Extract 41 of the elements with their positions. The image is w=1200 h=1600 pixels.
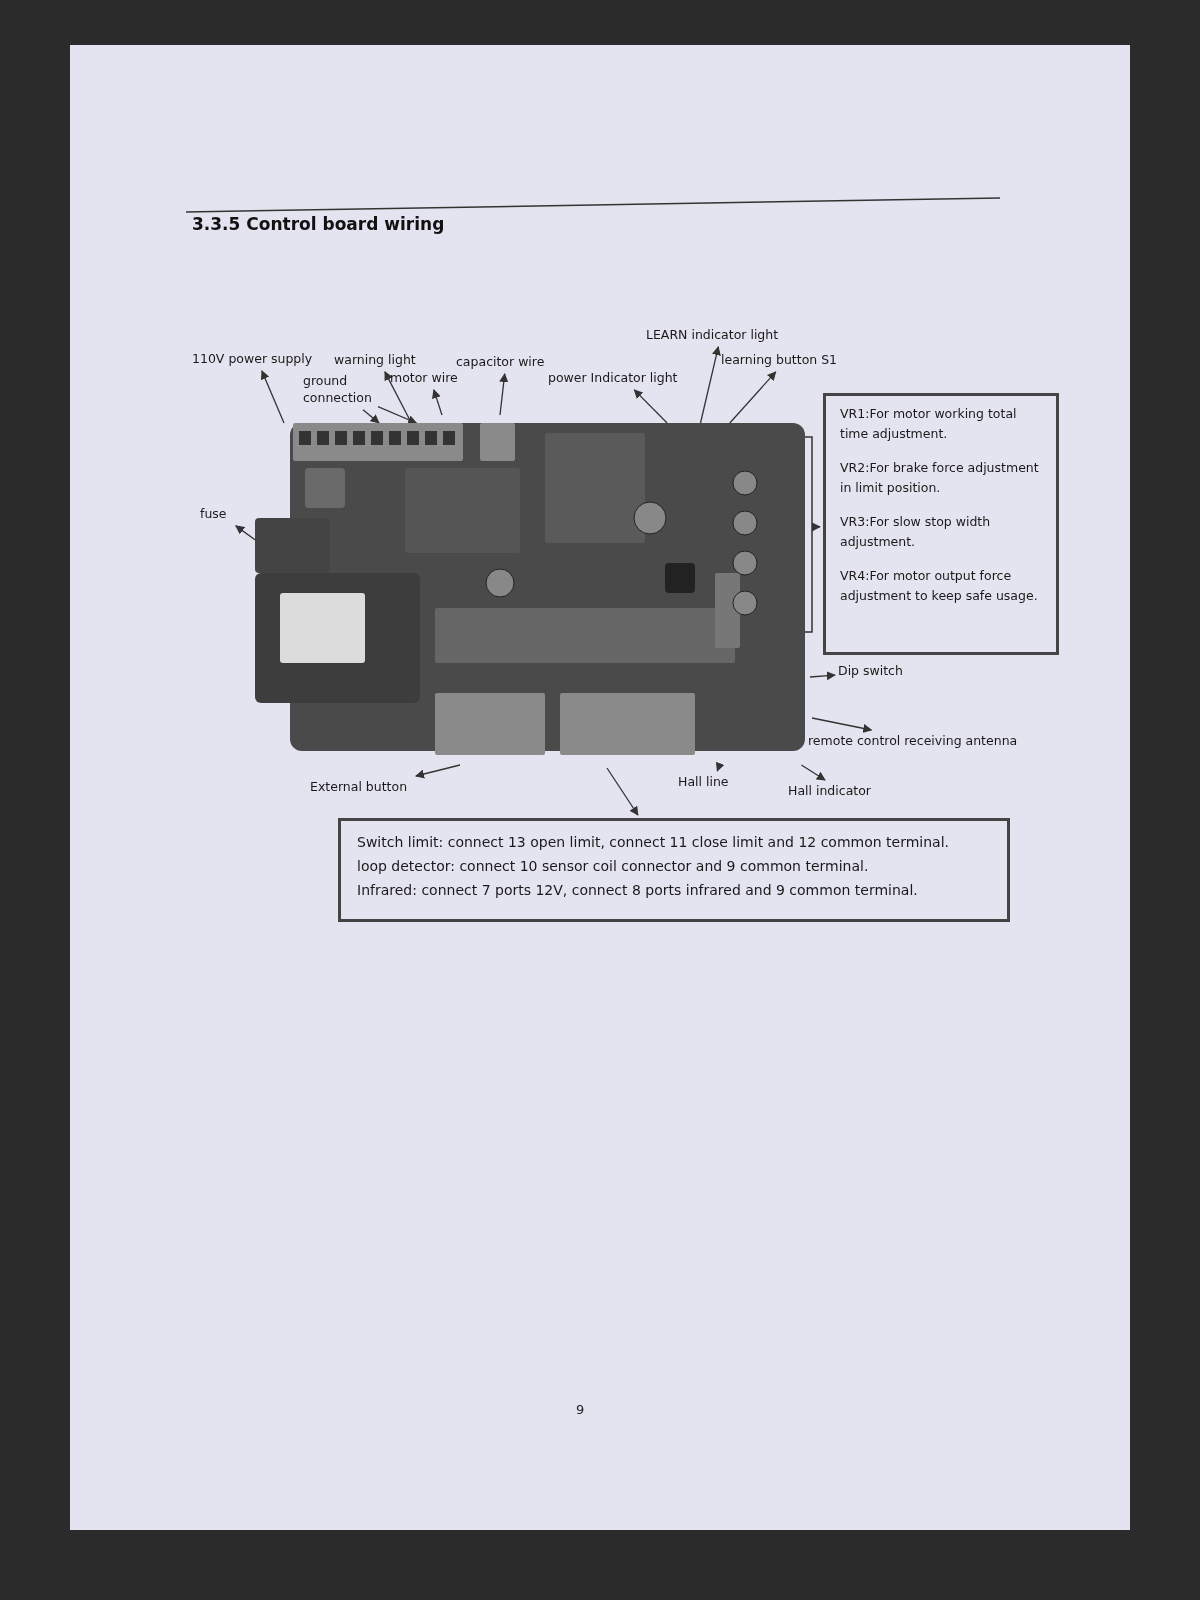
leader-line	[415, 764, 461, 779]
callout-label: Dip switch	[838, 663, 904, 680]
note-text: loop detector: connect 10 sensor coil connector and 9 common terminal.	[357, 856, 870, 876]
leader-line	[260, 370, 285, 424]
callout-label: warning light	[334, 352, 417, 369]
callout-label: 110V power supply	[192, 351, 314, 368]
callout-label: learning button S1	[721, 352, 839, 369]
leader-line	[699, 346, 721, 424]
callout-label: motor wire	[390, 370, 459, 387]
note-text: VR1:For motor working total time adjustment.	[840, 405, 1018, 443]
leader-line	[809, 671, 836, 681]
note-text: VR3:For slow stop width adjustment.	[840, 513, 992, 551]
callout-label: fuse	[200, 506, 228, 523]
leader-line	[377, 405, 418, 424]
note-box	[823, 393, 1059, 655]
callout-label: remote control receiving antenna	[808, 733, 1019, 750]
note-text: VR2:For brake force adjustment in limit position.	[840, 459, 1040, 497]
leader-line	[235, 525, 256, 541]
note-text: Infrared: connect 7 ports 12V, connect 8 ports infrared and 9 common terminal.	[357, 880, 919, 900]
leader-line	[811, 717, 873, 733]
callout-label: Hall line	[678, 774, 730, 791]
callout-label: capacitor wire	[456, 354, 546, 371]
leader-line	[362, 409, 380, 424]
page-number: 9	[576, 1402, 585, 1417]
section-heading: 3.3.5 Control board wiring	[192, 214, 445, 234]
callout-label: External button	[310, 779, 409, 796]
callout-label: ground connection	[303, 373, 373, 407]
leader-line	[715, 761, 725, 772]
note-text: VR4:For motor output force adjustment to keep safe usage.	[840, 567, 1039, 605]
leader-line	[800, 764, 826, 781]
callout-label: power Indicator light	[548, 370, 679, 387]
callout-label: Hall indicator	[788, 783, 872, 800]
leader-line	[633, 389, 668, 424]
callout-label: LEARN indicator light	[646, 327, 780, 344]
note-text: Switch limit: connect 13 open limit, connect 11 close limit and 12 common terminal.	[357, 833, 950, 852]
leader-line	[811, 522, 821, 532]
leader-line	[729, 371, 777, 424]
note-box	[338, 818, 1010, 922]
leader-line	[432, 389, 443, 416]
leader-line	[499, 373, 509, 416]
leader-line	[606, 767, 639, 816]
